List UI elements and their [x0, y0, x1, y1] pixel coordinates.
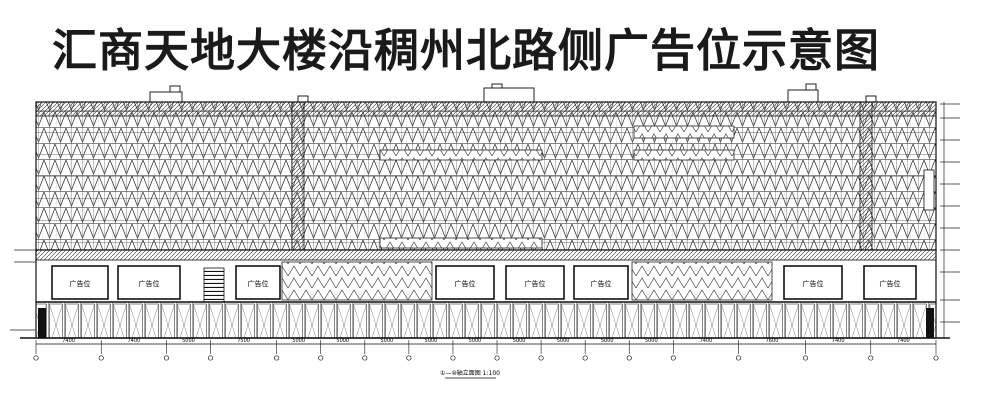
ad-label: 广告位: [591, 279, 612, 288]
ad-board: 广告位: [573, 265, 629, 300]
ground-floor: [20, 301, 950, 339]
upper-facade: [35, 101, 937, 251]
axis-marker: [735, 355, 742, 361]
axis-marker: [207, 355, 214, 361]
ad-board: 广告位: [505, 265, 565, 300]
page-title: 汇商天地大楼沿稠州北路侧广告位示意图: [52, 24, 881, 77]
bay-dimension: 5000: [513, 338, 526, 344]
bay-dimension: 5000: [336, 338, 349, 344]
axis-marker: [494, 355, 500, 361]
rooftop-structures: [149, 83, 877, 103]
ad-board: 广告位: [863, 265, 917, 300]
axis-marker: [318, 355, 324, 361]
ad-board: 广告位: [117, 265, 181, 300]
ad-label: 广告位: [70, 279, 91, 288]
axis-marker: [406, 355, 412, 361]
bay-dimension: 5000: [645, 338, 658, 344]
bay-dimension: 7400: [897, 338, 910, 344]
axis-marker: [33, 355, 39, 361]
bay-dimension: 7400: [127, 338, 140, 344]
axis-marker: [582, 355, 588, 361]
bay-dimension: 7600: [766, 338, 779, 344]
axis-marker: [802, 355, 809, 361]
bay-dimension: 5000: [469, 338, 482, 344]
bay-dimension: 7500: [237, 338, 250, 344]
ad-board: 广告位: [235, 265, 281, 300]
ad-label: 广告位: [880, 279, 901, 288]
axis-marker: [868, 355, 874, 361]
axis-marker: [98, 355, 104, 361]
ad-label: 广告位: [803, 279, 824, 288]
bay-dimension: 5000: [601, 338, 614, 344]
axis-marker: [670, 355, 676, 361]
axis-marker: [362, 355, 368, 361]
axis-marker: [450, 355, 456, 361]
bay-dimension: 5000: [380, 338, 393, 344]
axis-marker: [163, 355, 170, 361]
bay-dimension: 7400: [62, 338, 75, 344]
ad-board: 广告位: [435, 265, 495, 300]
bay-dimension: 5000: [182, 338, 195, 344]
drawing-caption: ①—⑩轴立面图 1:100: [440, 369, 500, 377]
ad-label: 广告位: [139, 279, 160, 288]
bay-dimension: 5000: [292, 338, 305, 344]
axis-marker: [933, 355, 939, 361]
ad-board: 广告位: [783, 265, 843, 300]
axis-marker: [626, 355, 632, 361]
axis-marker: [274, 355, 280, 361]
ad-board: 广告位: [51, 265, 109, 300]
ad-label: 广告位: [248, 279, 269, 288]
dimension-line: 7400 7400 5000 7500 5000 5000 5000 5000 5000 5000…: [33, 338, 939, 361]
bay-dimension: 5000: [425, 338, 438, 344]
ad-label: 广告位: [525, 279, 546, 288]
ad-label: 广告位: [455, 279, 476, 288]
bay-dimension: 7400: [832, 338, 845, 344]
axis-marker: [538, 355, 544, 361]
bay-dimension: 7400: [700, 338, 713, 344]
bay-dimension: 5000: [557, 338, 570, 344]
ad-boards: 广告位 广告位 广告位 广告位 广告位 广告位 广告位 广告位: [51, 265, 917, 300]
level-markers: [10, 102, 960, 338]
